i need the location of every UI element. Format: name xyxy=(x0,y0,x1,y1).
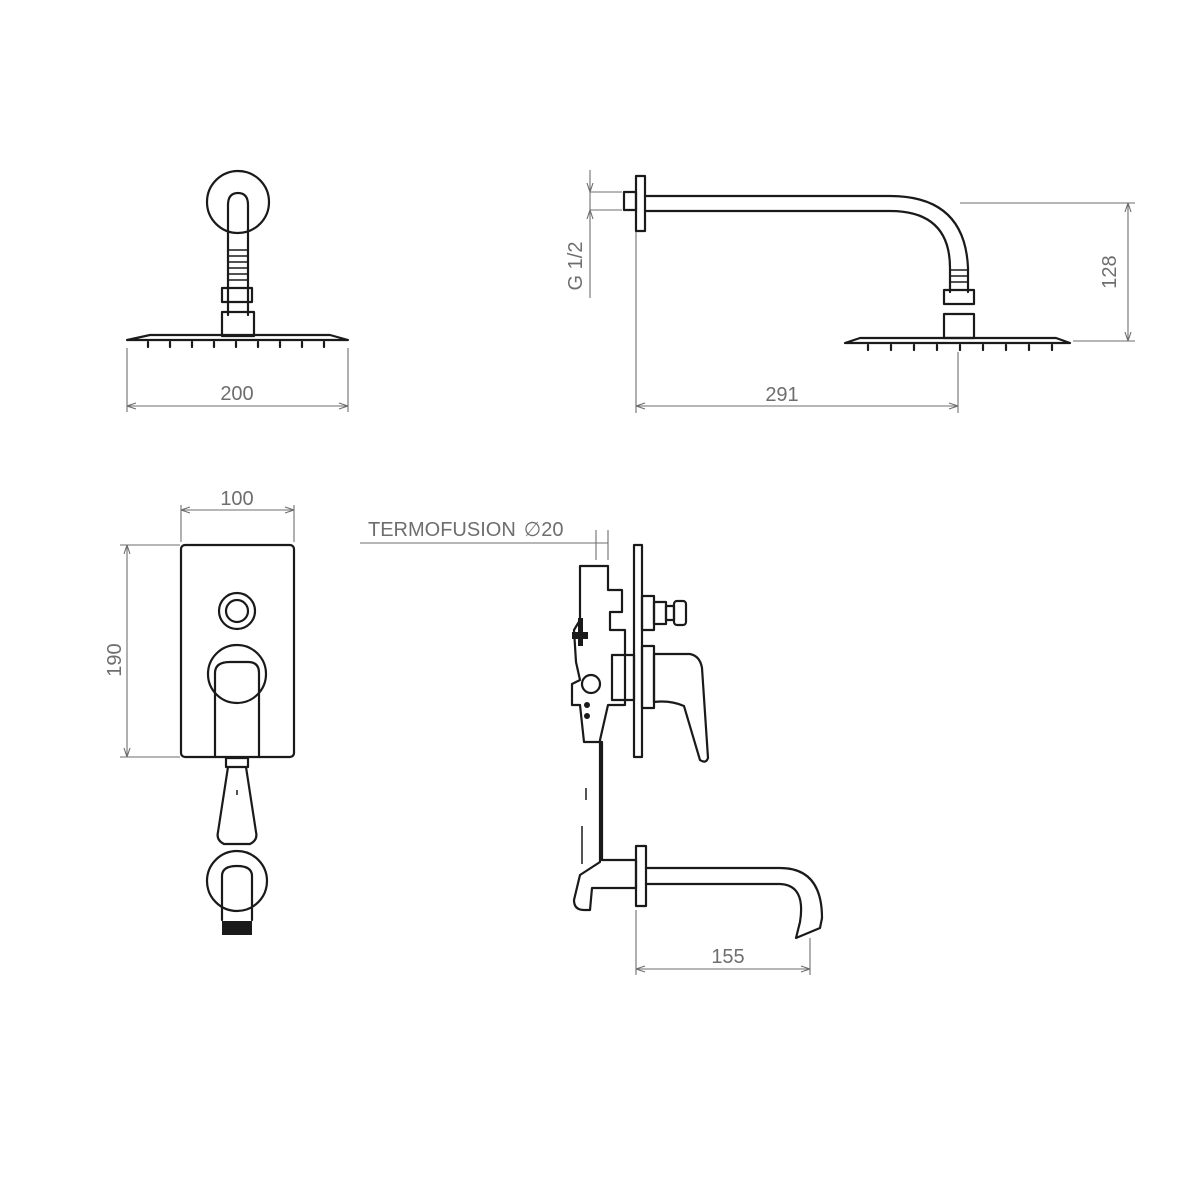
shower-arm-side-view xyxy=(622,174,1072,352)
shower-head-front-view xyxy=(125,169,350,349)
dimension-length-291: 291 xyxy=(635,232,959,413)
dimension-label-200: 200 xyxy=(220,383,253,405)
dimension-thread: G 1/2 xyxy=(565,170,622,298)
dimension-spout-155: 155 xyxy=(635,910,811,975)
dimension-height-190: 190 xyxy=(104,544,180,758)
dimension-label-291: 291 xyxy=(765,384,798,406)
dimension-width-100: 100 xyxy=(180,488,295,542)
mixer-front-view xyxy=(179,543,296,935)
pipe-diameter-text: ∅20 xyxy=(524,519,564,541)
pipe-label-text: TERMOFUSION xyxy=(368,519,516,541)
nozzle-row xyxy=(146,340,326,349)
dimension-width-200: 200 xyxy=(126,348,349,412)
dimension-label-155: 155 xyxy=(711,946,744,968)
dimension-drop-128: 128 xyxy=(960,202,1135,342)
dimension-label-100: 100 xyxy=(220,488,253,510)
dimension-label-128: 128 xyxy=(1099,255,1121,288)
dimension-label-thread: G 1/2 xyxy=(565,242,587,291)
dimension-label-190: 190 xyxy=(104,643,126,676)
dimension-pipe-diameter: TERMOFUSION ∅20 xyxy=(360,519,609,560)
pipe-label: TERMOFUSION ∅20 xyxy=(368,519,563,541)
mixer-side-view xyxy=(570,543,824,940)
